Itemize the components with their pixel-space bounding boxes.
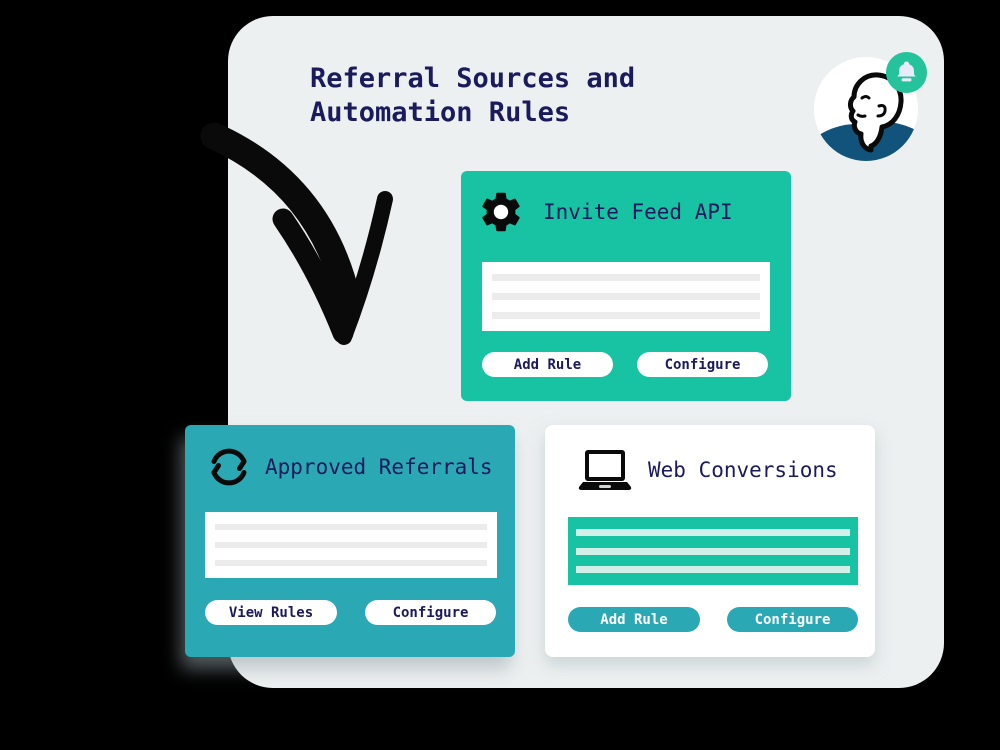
- card-title: Web Conversions: [648, 458, 838, 482]
- placeholder-line: [576, 528, 850, 536]
- placeholder-line: [492, 312, 760, 319]
- sync-icon: [211, 448, 247, 486]
- hand-drawn-arrow: [200, 122, 393, 345]
- add-rule-button[interactable]: Add Rule: [568, 607, 700, 632]
- placeholder-line: [215, 542, 487, 548]
- page-title-line1: Referral Sources and: [310, 63, 636, 94]
- page-title-line2: Automation Rules: [310, 97, 571, 128]
- gear-icon: [482, 192, 520, 232]
- configure-button[interactable]: Configure: [727, 607, 858, 632]
- laptop-icon: [578, 450, 632, 490]
- card-header: Web Conversions: [578, 448, 838, 492]
- bell-icon: [897, 61, 916, 82]
- placeholder-line: [215, 524, 487, 530]
- page-title: Referral Sources and Automation Rules: [310, 62, 635, 130]
- view-rules-button[interactable]: View Rules: [205, 600, 337, 625]
- placeholder-line: [492, 274, 760, 281]
- configure-button[interactable]: Configure: [637, 352, 768, 377]
- placeholder-line: [576, 547, 850, 555]
- content-placeholder: [482, 262, 770, 331]
- notification-badge[interactable]: [886, 52, 927, 93]
- card-header: Approved Referrals: [207, 445, 493, 489]
- card-title: Invite Feed API: [543, 200, 733, 224]
- card-invite-feed-api: Invite Feed API Add Rule Configure: [461, 171, 791, 401]
- placeholder-line: [492, 293, 760, 300]
- placeholder-line: [576, 566, 850, 574]
- content-placeholder: [568, 517, 858, 585]
- placeholder-line: [215, 560, 487, 566]
- configure-button[interactable]: Configure: [365, 600, 496, 625]
- content-placeholder: [205, 512, 497, 578]
- user-face-icon: [814, 72, 918, 161]
- card-header: Invite Feed API: [477, 188, 733, 236]
- card-title: Approved Referrals: [265, 455, 493, 479]
- card-web-conversions: Web Conversions Add Rule Configure: [545, 425, 875, 657]
- card-approved-referrals: Approved Referrals View Rules Configure: [185, 425, 515, 657]
- add-rule-button[interactable]: Add Rule: [482, 352, 613, 377]
